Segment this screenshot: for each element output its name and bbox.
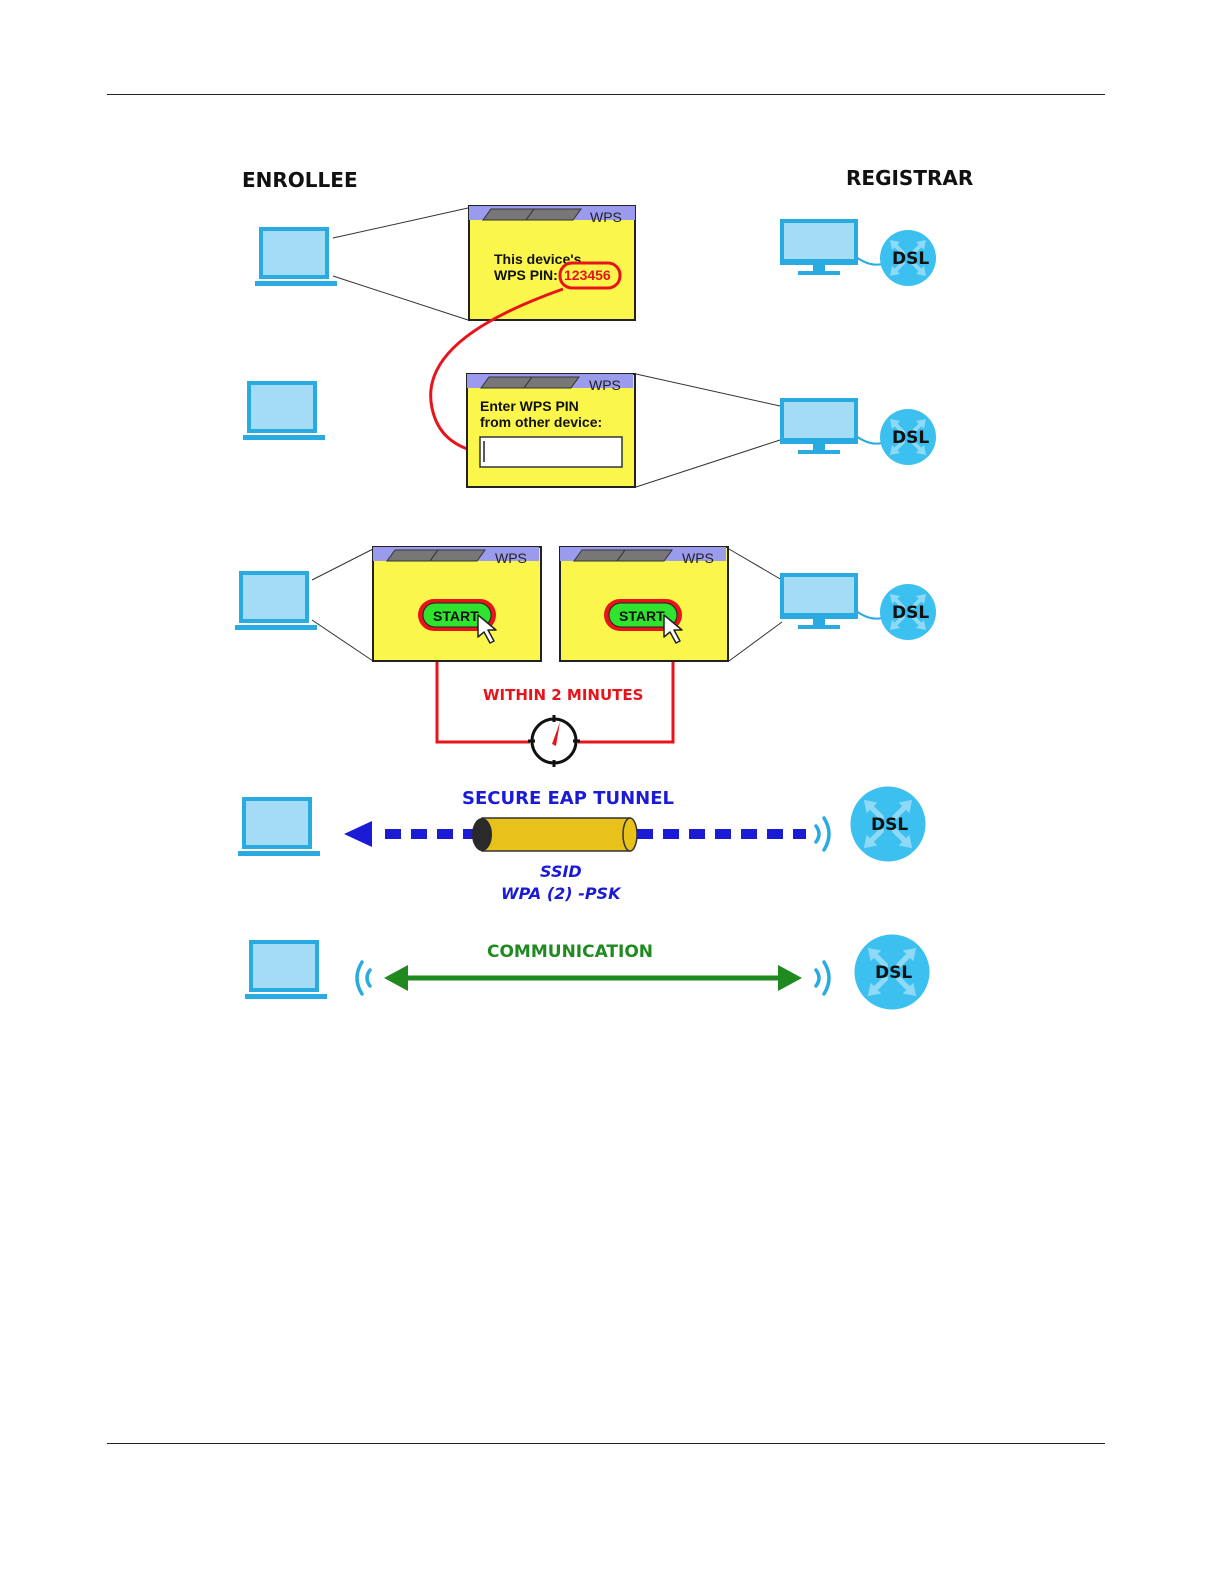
pin-entry-field[interactable] — [480, 437, 622, 467]
dsl-label-1: DSL — [892, 249, 929, 269]
pin-value: 123456 — [564, 267, 611, 283]
wifi-signal-icon — [816, 818, 829, 850]
dsl-label-5: DSL — [875, 963, 912, 983]
communication-arrow — [384, 965, 802, 991]
enrollee-laptop-5 — [245, 940, 327, 999]
registrar-monitor-2 — [780, 398, 858, 454]
wps-pin-dialog: WPS This device's WPS PIN: 123456 — [469, 206, 635, 320]
timer-label: WITHIN 2 MINUTES — [483, 686, 643, 704]
tunnel-cylinder — [472, 818, 637, 851]
dsl-label-3: DSL — [892, 603, 929, 623]
start-button-enrollee-label: START — [433, 608, 479, 624]
wps-title-1: WPS — [590, 209, 622, 225]
dsl-label-4: DSL — [871, 815, 908, 835]
zoom-lines-1 — [333, 208, 468, 320]
enter-dialog-line2: from other device: — [480, 414, 602, 430]
enrollee-laptop-1 — [255, 227, 337, 286]
communication-label: COMMUNICATION — [487, 942, 653, 962]
wps-title-3: WPS — [495, 550, 527, 566]
enrollee-laptop-3 — [235, 571, 317, 630]
tunnel-security: WPA (2) -PSK — [501, 884, 622, 903]
zoom-lines-2 — [636, 374, 780, 487]
tunnel-title: SECURE EAP TUNNEL — [462, 788, 674, 809]
enter-dialog-line1: Enter WPS PIN — [480, 398, 579, 414]
wps-title-4: WPS — [682, 550, 714, 566]
pin-dialog-line2: WPS PIN: — [494, 267, 558, 283]
enrollee-header: ENROLLEE — [242, 168, 358, 192]
wps-enter-pin-dialog: WPS Enter WPS PIN from other device: — [467, 374, 635, 487]
enrollee-laptop-2 — [243, 381, 325, 440]
wps-start-dialog-enrollee: WPS START — [373, 547, 541, 661]
registrar-monitor-3 — [780, 573, 858, 629]
registrar-header: REGISTRAR — [846, 166, 973, 190]
enrollee-laptop-4 — [238, 797, 320, 856]
tunnel-ssid: SSID — [540, 862, 582, 881]
wps-title-2: WPS — [589, 377, 621, 393]
dsl-label-2: DSL — [892, 428, 929, 448]
registrar-monitor-1 — [780, 219, 858, 275]
start-button-registrar-label: START — [619, 608, 665, 624]
wps-start-dialog-registrar: WPS START — [560, 547, 728, 661]
tunnel-arrowhead — [344, 821, 372, 847]
stopwatch-icon — [528, 715, 580, 767]
